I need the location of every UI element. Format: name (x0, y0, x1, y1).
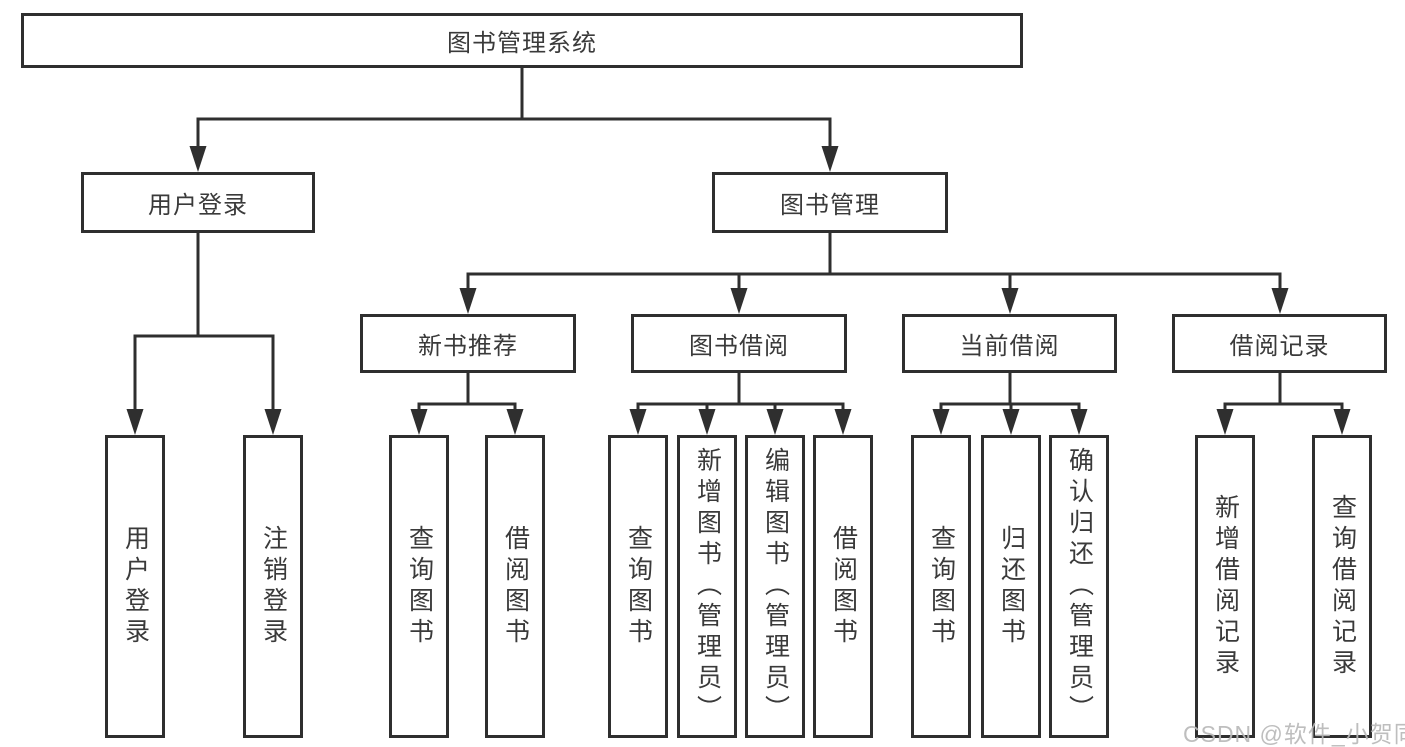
node-label: 编辑图书（管理员） (761, 447, 790, 726)
node-label: 图书管理系统 (447, 30, 597, 57)
node-user-login: 用户登录 (81, 172, 315, 233)
leaf-query-books-borrowing: 查询图书 (608, 435, 668, 738)
node-label: 用户登录 (148, 192, 248, 219)
node-label: 查询图书 (624, 524, 653, 649)
node-current-borrowing: 当前借阅 (902, 314, 1117, 373)
node-label: 查询图书 (927, 524, 956, 649)
node-book-borrowing: 图书借阅 (631, 314, 847, 373)
leaf-borrow-books: 借阅图书 (813, 435, 873, 738)
node-label: 图书管理 (780, 192, 880, 219)
node-label: 借阅图书 (501, 524, 530, 649)
leaf-query-borrow-record: 查询借阅记录 (1312, 435, 1372, 738)
node-label: 新增借阅记录 (1211, 493, 1240, 680)
leaf-logout: 注销登录 (243, 435, 303, 738)
node-label: 用户登录 (121, 524, 150, 649)
node-library-system: 图书管理系统 (21, 13, 1023, 68)
node-book-management: 图书管理 (712, 172, 948, 233)
node-label: 查询图书 (405, 524, 434, 649)
node-new-book-recommend: 新书推荐 (360, 314, 576, 373)
leaf-return-books: 归还图书 (981, 435, 1041, 738)
node-label: 查询借阅记录 (1328, 493, 1357, 680)
leaf-user-login: 用户登录 (105, 435, 165, 738)
node-label: 注销登录 (259, 524, 288, 649)
node-label: 借阅图书 (829, 524, 858, 649)
leaf-query-books-recommend: 查询图书 (389, 435, 449, 738)
node-borrowing-records: 借阅记录 (1172, 314, 1387, 373)
node-label: 新书推荐 (418, 333, 518, 360)
node-label: 确认归还（管理员） (1065, 447, 1094, 726)
node-label: 借阅记录 (1229, 333, 1330, 360)
watermark-text: CSDN @软件_小贺同学 (1183, 721, 1405, 747)
leaf-borrow-books-recommend: 借阅图书 (485, 435, 545, 738)
node-label: 归还图书 (997, 524, 1026, 649)
leaf-query-books-current: 查询图书 (911, 435, 971, 738)
leaf-add-borrow-record: 新增借阅记录 (1195, 435, 1255, 738)
node-label: 当前借阅 (959, 333, 1060, 360)
leaf-edit-books-admin: 编辑图书（管理员） (745, 435, 805, 738)
node-label: 新增图书（管理员） (693, 447, 722, 726)
leaf-confirm-return-admin: 确认归还（管理员） (1049, 435, 1109, 738)
leaf-add-books-admin: 新增图书（管理员） (677, 435, 737, 738)
node-label: 图书借阅 (689, 333, 789, 360)
